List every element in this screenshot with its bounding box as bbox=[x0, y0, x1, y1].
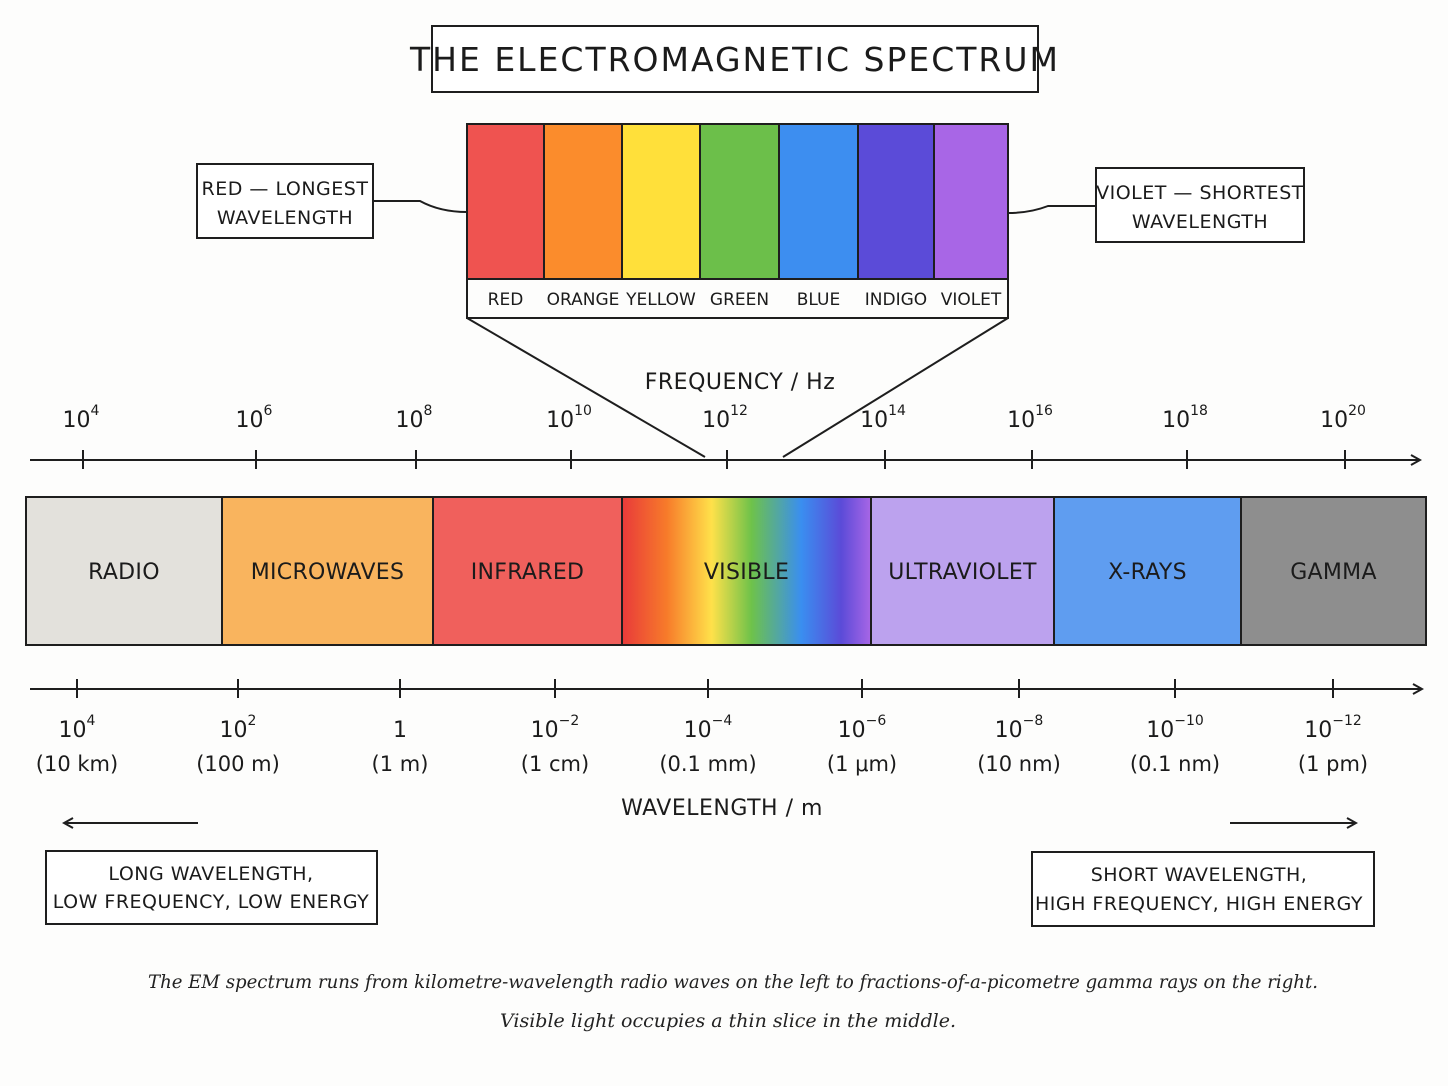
frequency-tick-label: 1010 bbox=[546, 403, 592, 433]
visible-label-blue: BLUE bbox=[797, 290, 840, 310]
band-gamma bbox=[1240, 496, 1427, 646]
visible-swatch-green bbox=[699, 123, 780, 280]
short-wavelength-line-1: SHORT WAVELENGTH, bbox=[1091, 864, 1308, 886]
page-title: THE ELECTROMAGNETIC SPECTRUM bbox=[409, 40, 1060, 79]
frequency-tick-label: 104 bbox=[63, 403, 100, 433]
band-microwaves bbox=[221, 496, 434, 646]
frequency-tick-label: 1014 bbox=[860, 403, 906, 433]
visible-swatch-red bbox=[466, 123, 545, 280]
band-label-x-rays: X-RAYS bbox=[1108, 560, 1187, 585]
visible-label-yellow: YELLOW bbox=[625, 290, 696, 310]
band-label-ultraviolet: ULTRAVIOLET bbox=[888, 560, 1037, 585]
wavelength-axis-title: WAVELENGTH / m bbox=[621, 796, 823, 821]
band-infrared bbox=[432, 496, 623, 646]
visible-label-indigo: INDIGO bbox=[865, 290, 927, 310]
visible-label-red: RED bbox=[488, 290, 524, 310]
band-ultraviolet bbox=[870, 496, 1055, 646]
band-label-infrared: INFRARED bbox=[471, 560, 585, 585]
caption-line-2: Visible light occupies a thin slice in t… bbox=[500, 1010, 956, 1032]
red-callout-leader bbox=[373, 200, 468, 213]
wavelength-tick-sublabel: (1 pm) bbox=[1298, 752, 1368, 776]
violet-callout-line-1: VIOLET — SHORTEST bbox=[1096, 182, 1304, 204]
frequency-ticks: 104 106 108 1010 1012 1014 1016 1018 1020 bbox=[63, 403, 1366, 469]
caption-line-1: The EM spectrum runs from kilometre-wave… bbox=[148, 971, 1318, 993]
wavelength-tick-sublabel: (1 μm) bbox=[827, 752, 897, 776]
long-wavelength-line-2: LOW FREQUENCY, LOW ENERGY bbox=[53, 891, 370, 913]
wavelength-tick-label: 10−6 bbox=[838, 713, 887, 743]
wavelength-ticks: 104 (10 km) 102 (100 m) 1 (1 m) 10−2 (1 cm) 10−4… bbox=[36, 679, 1368, 776]
visible-label-green: GREEN bbox=[710, 290, 769, 310]
long-wavelength-box: LONG WAVELENGTH, LOW FREQUENCY, LOW ENER… bbox=[45, 850, 378, 925]
wavelength-tick-label: 10−4 bbox=[684, 713, 733, 743]
visible-swatch-orange bbox=[543, 123, 623, 280]
short-wavelength-line-2: HIGH FREQUENCY, HIGH ENERGY bbox=[1035, 893, 1363, 915]
wavelength-tick-label: 10−2 bbox=[531, 713, 580, 743]
band-label-gamma: GAMMA bbox=[1290, 560, 1377, 585]
band-visible bbox=[621, 496, 872, 646]
wavelength-tick-sublabel: (1 m) bbox=[372, 752, 429, 776]
short-wavelength-box: SHORT WAVELENGTH, HIGH FREQUENCY, HIGH E… bbox=[1031, 851, 1375, 927]
visible-swatch-violet bbox=[933, 123, 1009, 280]
frequency-tick-label: 106 bbox=[236, 403, 273, 433]
red-callout: RED — LONGEST WAVELENGTH bbox=[196, 163, 468, 239]
wavelength-tick-sublabel: (10 km) bbox=[36, 752, 118, 776]
wavelength-tick-sublabel: (10 nm) bbox=[977, 752, 1061, 776]
visible-swatch-indigo bbox=[857, 123, 935, 280]
wavelength-tick-sublabel: (0.1 mm) bbox=[659, 752, 756, 776]
zoom-line-left bbox=[466, 317, 706, 458]
visible-label-strip bbox=[466, 278, 1009, 319]
band-label-visible: VISIBLE bbox=[704, 560, 789, 585]
wavelength-tick-label: 10−12 bbox=[1304, 713, 1362, 743]
wavelength-tick-label: 10−8 bbox=[995, 713, 1044, 743]
visible-label-violet: VIOLET bbox=[941, 290, 1002, 310]
visible-swatch-blue bbox=[778, 123, 859, 280]
zoom-line-right bbox=[782, 317, 1009, 458]
wavelength-tick-label: 1 bbox=[393, 718, 407, 743]
frequency-tick-label: 1016 bbox=[1007, 403, 1053, 433]
band-x-rays bbox=[1053, 496, 1242, 646]
band-label-radio: RADIO bbox=[88, 560, 160, 585]
frequency-axis-title: FREQUENCY / Hz bbox=[645, 370, 836, 395]
visible-swatch-yellow bbox=[621, 123, 701, 280]
wavelength-tick-label: 10−10 bbox=[1146, 713, 1204, 743]
title-box: THE ELECTROMAGNETIC SPECTRUM bbox=[409, 25, 1060, 93]
wavelength-tick-sublabel: (1 cm) bbox=[521, 752, 589, 776]
frequency-tick-label: 1020 bbox=[1320, 403, 1366, 433]
frequency-tick-label: 108 bbox=[396, 403, 433, 433]
visible-label-orange: ORANGE bbox=[547, 290, 620, 310]
wavelength-tick-sublabel: (0.1 nm) bbox=[1130, 752, 1220, 776]
band-label-microwaves: MICROWAVES bbox=[251, 560, 405, 585]
frequency-tick-label: 1012 bbox=[702, 403, 748, 433]
violet-callout-line-2: WAVELENGTH bbox=[1132, 211, 1268, 233]
wavelength-tick-label: 104 bbox=[59, 713, 96, 743]
band-radio bbox=[25, 496, 223, 646]
wavelength-tick-sublabel: (100 m) bbox=[196, 752, 280, 776]
wavelength-tick-label: 102 bbox=[220, 713, 257, 743]
violet-callout: VIOLET — SHORTEST WAVELENGTH bbox=[1007, 167, 1305, 243]
violet-callout-leader bbox=[1007, 205, 1096, 214]
red-callout-line-2: WAVELENGTH bbox=[217, 207, 353, 229]
red-callout-line-1: RED — LONGEST bbox=[202, 178, 369, 200]
spectrum-bands: RADIO MICROWAVES INFRARED VISIBLE ULTRAVIOLE… bbox=[25, 496, 1427, 646]
long-wavelength-line-1: LONG WAVELENGTH, bbox=[108, 863, 313, 885]
frequency-tick-label: 1018 bbox=[1162, 403, 1208, 433]
